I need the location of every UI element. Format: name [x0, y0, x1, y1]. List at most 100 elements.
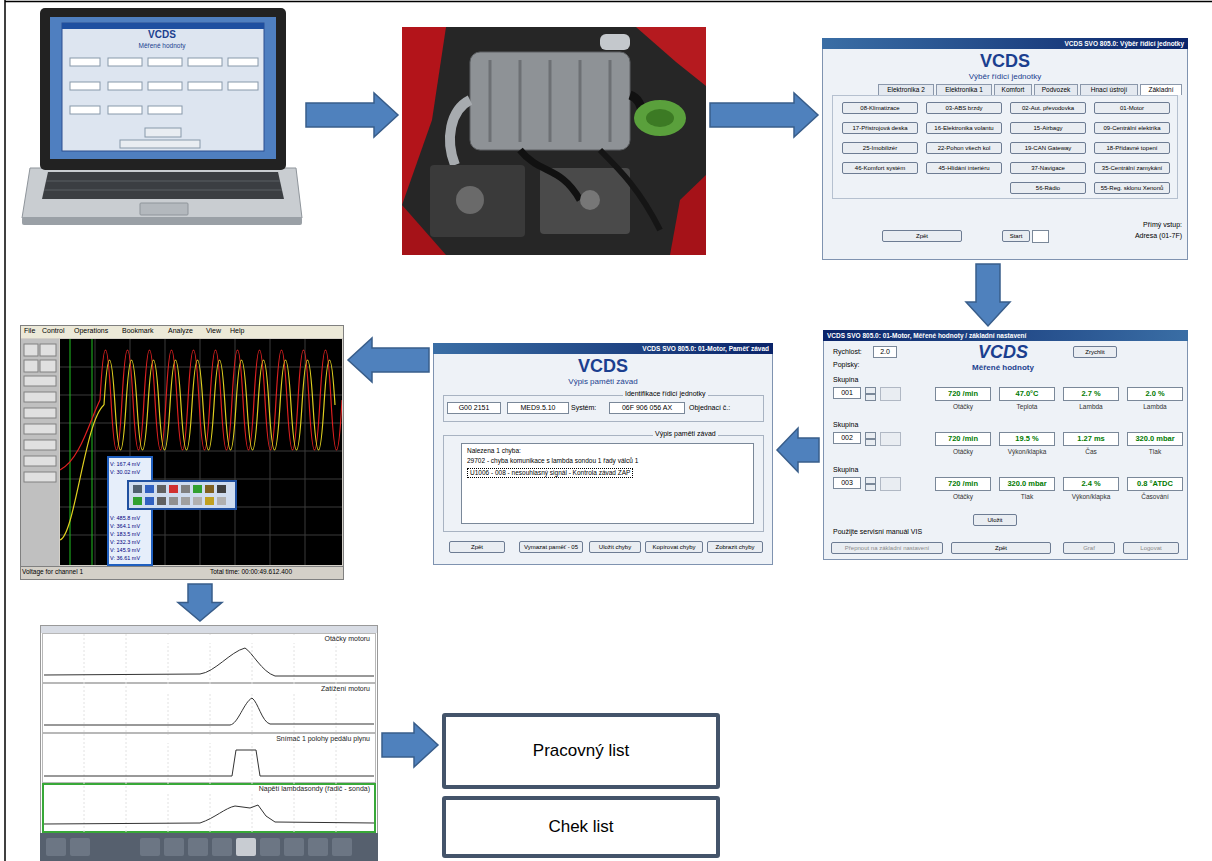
laptop-illustration-part: [46, 181, 280, 182]
oscilloscope-screenshot-part: [181, 485, 190, 493]
button-label: Uložit chyby: [589, 541, 641, 553]
label-text: Skupina: [833, 466, 858, 474]
oscilloscope-screenshot-part: [133, 485, 142, 493]
measured-values-window-part: [866, 478, 876, 484]
engine-photo-part: [646, 109, 674, 127]
button-label: Zpět: [449, 541, 505, 553]
value-caption: Časování: [1127, 493, 1183, 501]
measured-values-screenshot: VCDS SVO 805.0: 01-Motor, Měřené hodnoty…: [823, 330, 1188, 560]
engine-photo-part: [450, 100, 470, 165]
engine-photo-part: [519, 60, 522, 142]
tab-label: Podvozek: [1034, 84, 1078, 95]
graph-screenshot-part: [84, 634, 336, 832]
graph-screenshot-part: [260, 838, 280, 856]
label-text: Přímý vstup:: [1058, 221, 1182, 229]
button-label: 15-Airbagy: [1010, 122, 1086, 134]
field-value: 002: [833, 432, 861, 444]
oscilloscope-screenshot-part-part: [95, 339, 96, 565]
button-label: 25-Imobilizér: [842, 142, 918, 154]
laptop-screenshot: VCDSMěřené hodnoty: [22, 5, 302, 225]
button-label: 17-Přístrojová deska: [842, 122, 918, 134]
laptop-illustration-part: [108, 82, 142, 90]
menu-item: Operations: [74, 327, 108, 335]
block-arrow: [178, 584, 222, 621]
oscilloscope-screenshot-part: [157, 485, 166, 493]
cursor-reading: V: 364.1 mV: [110, 523, 140, 530]
graph-screenshot-part: [188, 838, 208, 856]
button-label: Start: [1002, 230, 1030, 242]
laptop-illustration-part: [228, 82, 258, 90]
button-label: 45-Hlídání interiéru: [926, 162, 1002, 174]
window-heading: Měřené hodnoty: [933, 363, 1073, 373]
title-bar-text: VCDS SVO 805.0: 01-Motor, Paměť závad: [433, 343, 773, 354]
laptop-illustration-part: [108, 58, 142, 66]
oscilloscope-screenshot-part: [169, 485, 178, 493]
oscilloscope-screenshot-part: [24, 392, 56, 402]
chart-title: Snímač 1 polohy pedálu plynu: [140, 735, 372, 743]
cursor-reading: V: 145.9 mV: [110, 547, 140, 554]
control-unit-window-part: [1033, 231, 1049, 243]
value-caption: Tlak: [1127, 448, 1183, 456]
engine-photo-part: [636, 27, 706, 86]
menu-item: File: [24, 327, 35, 335]
graph-screenshot-part: [40, 833, 378, 861]
graph-screenshot-part-part: [210, 634, 211, 832]
laptop-illustration-part: [140, 203, 188, 215]
graph-screenshot-part: [41, 626, 378, 861]
laptop-illustration-part: [22, 168, 302, 218]
label-text: Identifikace řídicí jednotky: [623, 390, 708, 398]
graph-screenshot-part-part: [168, 634, 169, 832]
laptop-illustration-part: [148, 106, 182, 114]
oscilloscope-screenshot-part: [24, 376, 56, 386]
oscilloscope-screenshot-part-part: [60, 451, 342, 452]
measured-value: 720 /min: [935, 432, 991, 446]
graph-screenshot-part-part: [336, 634, 337, 832]
graph-screenshot-part: [43, 734, 376, 783]
measured-value: 320.0 mbar: [1127, 432, 1183, 446]
window-heading: Výběr řídicí jednotky: [822, 72, 1188, 82]
engine-photo-panel: [402, 27, 706, 255]
graph-screenshot-part: [236, 838, 256, 856]
cursor-reading: V: 167.4 mV: [110, 461, 140, 468]
button-label: Zpět: [882, 230, 962, 242]
engine-photo-part: [520, 150, 580, 200]
engine-photo-part: [609, 60, 612, 142]
button-label: 16-Elektronika volantu: [926, 122, 1002, 134]
graph-screenshot-part: [46, 838, 66, 856]
block-arrow: [348, 338, 429, 382]
graph-screenshot-part: [308, 838, 328, 856]
laptop-illustration-part: [22, 217, 302, 225]
measured-values-window-part: [824, 331, 1188, 560]
graph-screenshot-part: [140, 838, 160, 856]
laptop-illustration-part: [50, 17, 276, 159]
label-text: Skupina: [833, 421, 858, 429]
value-caption: Otáčky: [935, 448, 991, 456]
value-caption: Výkon/klapka: [999, 448, 1055, 456]
button-label: Graf: [1063, 542, 1115, 554]
measured-value: 2.7 %: [1063, 387, 1119, 401]
value-caption: Lambda: [1063, 403, 1119, 411]
graph-screenshot-part: [43, 634, 376, 683]
engine-photo-part: [549, 60, 552, 142]
chart-title: Napětí lambdasondy (řadič - sonda): [140, 785, 372, 793]
button-label: 37-Navigace: [1010, 162, 1086, 174]
graph-screenshot-part: [70, 838, 90, 856]
fault-entry: U1006 - 008 - nesouhlasný signál - Kontr…: [467, 468, 633, 478]
fault-memory-window-part: [444, 396, 764, 422]
button-label: 55-Reg. sklonu Xenonů: [1094, 182, 1170, 194]
graph-screenshot-part: [284, 838, 304, 856]
app-logo-text: VCDS: [943, 341, 1063, 363]
graph-screenshot-part-part: [44, 698, 374, 725]
app-logo-text: VCDS: [112, 29, 212, 41]
oscilloscope-screenshot-part-part: [235, 339, 236, 565]
oscilloscope-screenshot-part: [21, 326, 344, 580]
tab-label: Hnací ústrojí: [1080, 84, 1138, 95]
block-arrow: [382, 723, 438, 767]
label-text: Rychlost:: [833, 348, 862, 356]
box-label: Pracovný list: [533, 741, 629, 761]
oscilloscope-screenshot-part-part: [60, 395, 342, 396]
oscilloscope-screenshot-part: [60, 350, 342, 540]
tab-label: Komfort: [994, 84, 1032, 95]
tab-label: Elektronika 2: [878, 84, 934, 95]
